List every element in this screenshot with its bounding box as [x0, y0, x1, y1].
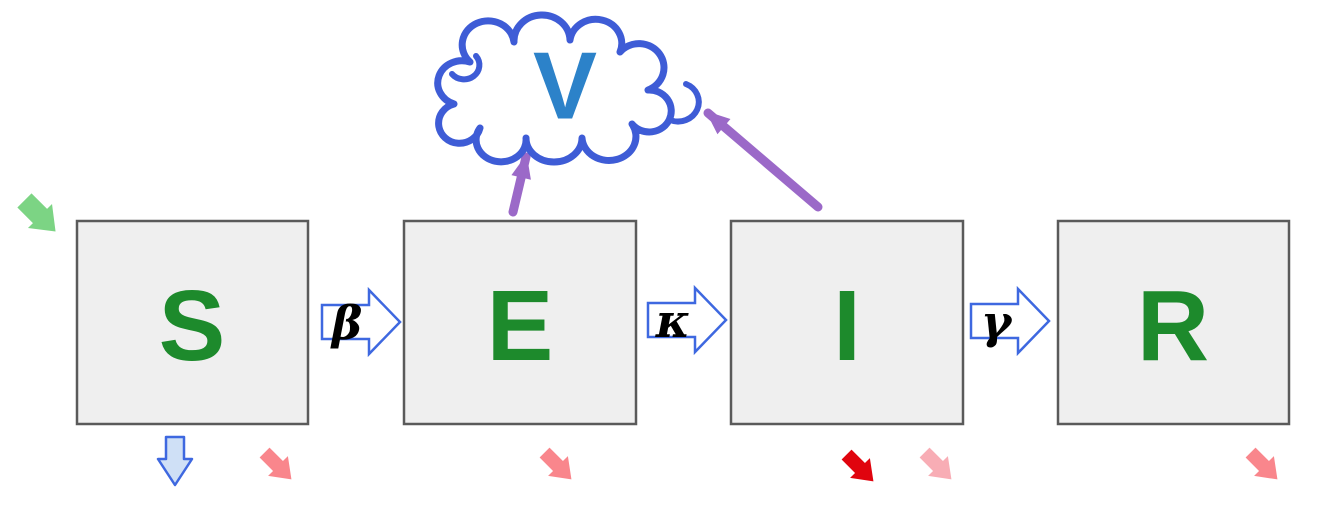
- compartment-box-e: [402, 219, 638, 426]
- compartment-s: S: [75, 219, 310, 426]
- flow-arrow-beta-shape: [320, 286, 402, 358]
- flow-arrow-beta: β: [320, 286, 402, 358]
- flow-arrow-kappa: κ: [646, 284, 728, 356]
- cloud-label: V: [533, 33, 597, 140]
- flow-label-beta: β: [330, 296, 363, 350]
- flow-label-gamma: γ: [981, 295, 1014, 349]
- flow-label-kappa: κ: [655, 294, 690, 348]
- blue-down-outflow-arrow-icon: [156, 435, 194, 487]
- compartment-box-s: [75, 219, 310, 426]
- flow-arrow-kappa-shape: [646, 284, 728, 356]
- compartment-r: R: [1056, 219, 1291, 426]
- pink-outflow-arrow-e-icon: [534, 442, 582, 490]
- cloud-shape: [434, 11, 675, 166]
- compartment-box-i: [729, 219, 965, 426]
- purple-arrow-i-to-v-icon: [703, 108, 823, 212]
- light-pink-outflow-arrow-i-icon: [914, 442, 962, 490]
- cloud-curl-right-icon: [667, 81, 702, 125]
- green-inflow-arrow-icon: [17, 193, 56, 232]
- compartment-label-s: S: [159, 270, 226, 382]
- cloud-group: V: [434, 11, 702, 166]
- flow-arrow-gamma: γ: [969, 285, 1051, 357]
- red-outflow-arrow-i-icon: [836, 444, 884, 492]
- compartment-box-r: [1056, 219, 1291, 426]
- compartment-label-i: I: [833, 270, 861, 382]
- flow-arrow-gamma-shape: [969, 285, 1051, 357]
- compartment-i: I: [729, 219, 965, 426]
- pink-outflow-arrow-s-icon: [254, 442, 302, 490]
- cloud-curl-left-icon: [449, 53, 483, 83]
- compartment-e: E: [402, 219, 638, 426]
- compartment-label-e: E: [487, 270, 554, 382]
- purple-arrow-e-to-v-icon: [508, 152, 531, 217]
- compartment-label-r: R: [1137, 270, 1209, 382]
- pink-outflow-arrow-r-icon: [1240, 442, 1288, 490]
